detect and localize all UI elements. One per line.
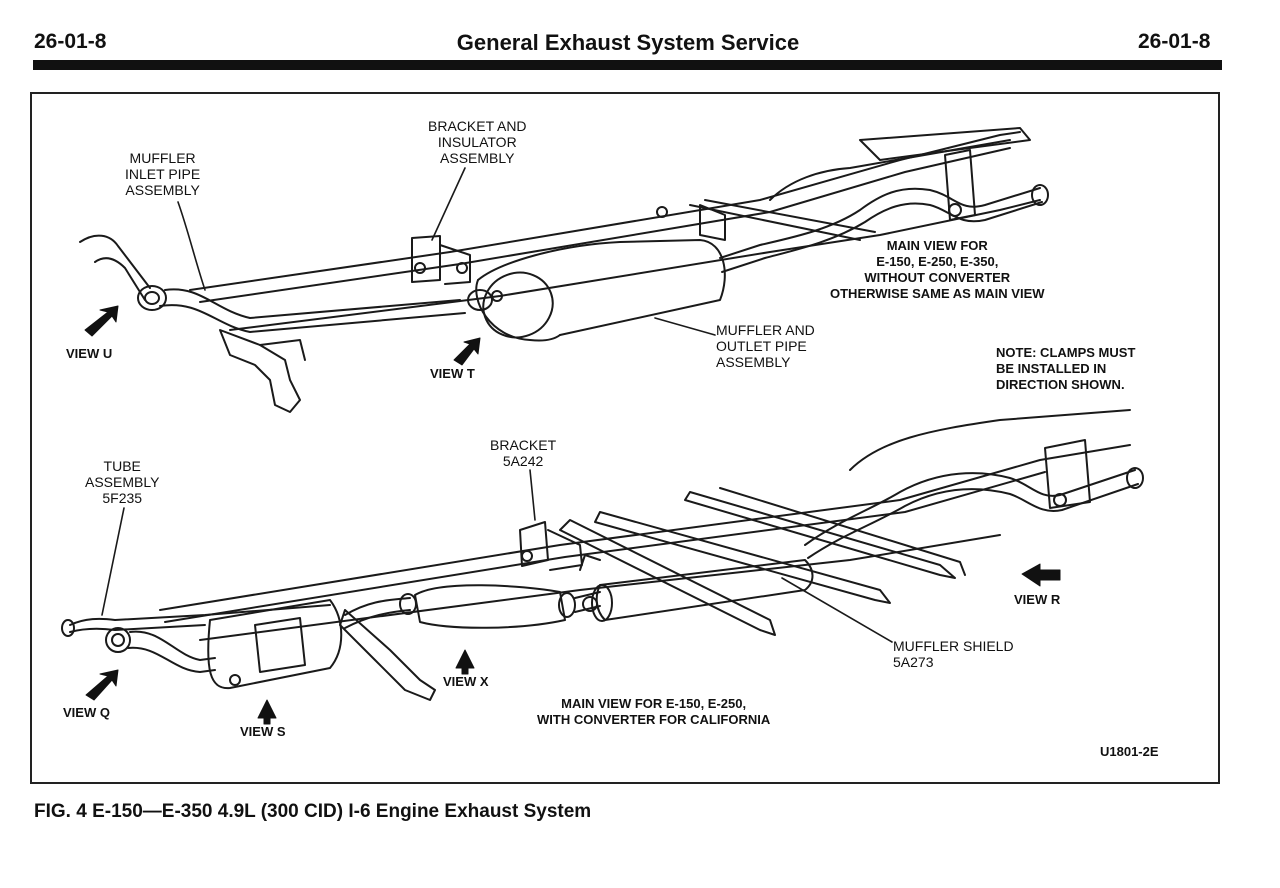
label-view-t: VIEW T bbox=[430, 366, 475, 381]
view-x-arrow bbox=[455, 649, 475, 675]
view-q-arrow bbox=[85, 669, 119, 701]
leader-muffler-shield bbox=[781, 577, 893, 643]
bottom-frame-rail bbox=[159, 409, 1131, 641]
label-muffler-inlet: MUFFLER INLET PIPE ASSEMBLY bbox=[125, 150, 201, 198]
leader-lines bbox=[101, 167, 893, 643]
label-bracket-5a242: BRACKET 5A242 bbox=[490, 437, 557, 469]
top-muffler bbox=[467, 239, 726, 342]
bottom-converter-front bbox=[207, 599, 343, 690]
view-r-arrow bbox=[1021, 563, 1061, 587]
label-view-q: VIEW Q bbox=[63, 705, 110, 720]
label-view-u: VIEW U bbox=[66, 346, 113, 361]
bottom-bracket bbox=[519, 521, 583, 571]
top-outlet-pipe bbox=[656, 149, 1049, 273]
label-muffler-outlet: MUFFLER AND OUTLET PIPE ASSEMBLY bbox=[716, 322, 815, 370]
label-main-view-converter: MAIN VIEW FOR E-150, E-250, WITH CONVERT… bbox=[537, 696, 771, 727]
top-inlet-pipe bbox=[79, 234, 466, 333]
top-frame-rail bbox=[189, 127, 1041, 331]
leader-muffler-inlet bbox=[177, 201, 206, 291]
label-view-s: VIEW S bbox=[240, 724, 286, 739]
label-view-x: VIEW X bbox=[443, 674, 489, 689]
view-s-arrow bbox=[257, 699, 277, 725]
leader-bracket-5a242 bbox=[529, 469, 536, 521]
label-view-r: VIEW R bbox=[1014, 592, 1061, 607]
label-main-view-no-converter: MAIN VIEW FOR E-150, E-250, E-350, WITHO… bbox=[830, 238, 1045, 301]
header-rule bbox=[33, 60, 1222, 70]
bottom-muffler bbox=[579, 554, 814, 622]
view-t-arrow bbox=[453, 337, 481, 366]
label-muffler-shield: MUFFLER SHIELD 5A273 bbox=[893, 638, 1014, 670]
leader-muffler-outlet bbox=[654, 317, 716, 336]
top-crossmember bbox=[219, 329, 306, 413]
page-number-right: 26-01-8 bbox=[1138, 30, 1211, 53]
figure-code: U1801-2E bbox=[1100, 744, 1159, 759]
view-u-arrow bbox=[84, 305, 119, 337]
note-clamps: NOTE: CLAMPS MUST BE INSTALLED IN DIRECT… bbox=[996, 345, 1136, 392]
bottom-crossmembers bbox=[339, 487, 966, 701]
view-arrows bbox=[84, 305, 1061, 725]
figure-caption: FIG. 4 E-150—E-350 4.9L (300 CID) I-6 En… bbox=[34, 801, 592, 822]
figure-frame bbox=[30, 92, 1220, 784]
leader-tube-assembly bbox=[101, 507, 125, 616]
top-bracket-insulator bbox=[411, 235, 471, 285]
section-title: General Exhaust System Service bbox=[456, 30, 800, 55]
bottom-tube-assembly bbox=[61, 604, 331, 673]
bottom-outlet-pipe bbox=[804, 439, 1144, 559]
bottom-converter-mid bbox=[344, 584, 601, 629]
label-tube-assembly: TUBE ASSEMBLY 5F235 bbox=[85, 458, 160, 506]
leader-bracket-insulator bbox=[431, 167, 466, 241]
page-number-left: 26-01-8 bbox=[34, 30, 107, 53]
label-bracket-insulator: BRACKET AND INSULATOR ASSEMBLY bbox=[428, 118, 527, 166]
